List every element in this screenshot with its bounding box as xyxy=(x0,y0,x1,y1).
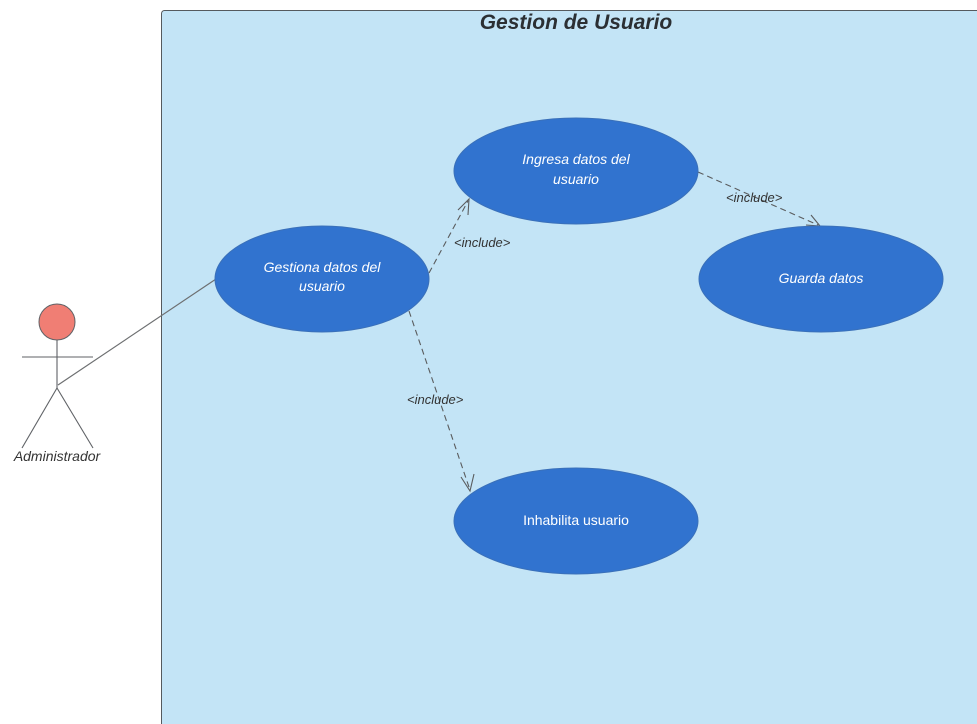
usecase-ellipse xyxy=(698,225,944,333)
include-line xyxy=(428,200,469,274)
usecase-label-line2: usuario xyxy=(553,171,599,187)
usecase-label-line1: Ingresa datos del xyxy=(522,151,630,167)
system-boundary[interactable]: Gestion de Usuario xyxy=(161,10,977,724)
usecase-label-line2: usuario xyxy=(299,278,345,294)
actor-name: Administrador xyxy=(13,448,102,464)
include-label: <include> xyxy=(726,190,783,205)
usecase-ellipse xyxy=(453,467,699,575)
actor-left-leg xyxy=(21,387,58,449)
usecase-ingresa-datos[interactable]: Ingresa datos del usuario xyxy=(453,117,699,225)
system-boundary-box xyxy=(161,10,977,724)
usecase-ellipse xyxy=(214,225,430,333)
include-gestiona-inhabilita: <include> xyxy=(407,310,475,493)
include-label: <include> xyxy=(454,235,511,250)
usecase-inhabilita-usuario[interactable]: Inhabilita usuario xyxy=(453,467,699,575)
usecase-label: Guarda datos xyxy=(779,270,864,286)
include-gestiona-ingresa: <include> xyxy=(428,197,511,274)
usecase-gestiona-datos[interactable]: Gestiona datos del usuario xyxy=(214,225,430,333)
system-title: Gestion de Usuario xyxy=(480,11,673,34)
open-arrowhead-icon xyxy=(460,473,475,493)
actor-administrador[interactable]: Administrador xyxy=(13,303,102,464)
include-label: <include> xyxy=(407,392,464,407)
open-arrowhead-icon xyxy=(457,197,470,216)
actor-head-icon xyxy=(38,303,76,341)
usecase-guarda-datos[interactable]: Guarda datos xyxy=(698,225,944,333)
include-line xyxy=(697,171,819,226)
association-line xyxy=(57,278,217,386)
usecase-label: Inhabilita usuario xyxy=(523,512,629,528)
include-line xyxy=(408,310,471,491)
usecase-label-line1: Gestiona datos del xyxy=(264,259,382,275)
usecase-ellipse xyxy=(453,117,699,225)
actor-right-leg xyxy=(56,387,94,449)
